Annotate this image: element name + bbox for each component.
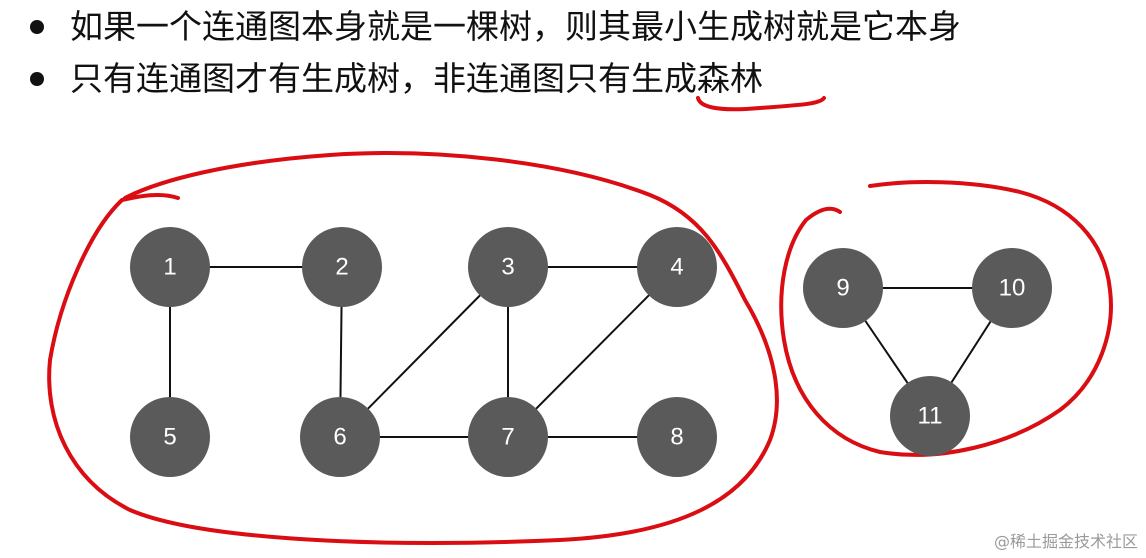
term-underline-annotation xyxy=(696,96,826,112)
node-circle xyxy=(302,227,382,307)
node-circle xyxy=(890,376,970,456)
bullet-text: 如果一个连通图本身就是一棵树，则其最小生成树就是它本身 xyxy=(70,7,961,46)
node-label: 11 xyxy=(918,403,943,430)
node-label: 5 xyxy=(163,424,176,451)
bullet-dot-icon xyxy=(30,72,44,86)
node-label: 8 xyxy=(670,424,683,451)
node-circle xyxy=(637,397,717,477)
node-circle xyxy=(637,227,717,307)
bullet-connected-graph-tree: 如果一个连通图本身就是一棵树，则其最小生成树就是它本身 xyxy=(28,4,961,56)
node-circle xyxy=(803,248,883,328)
node-circle xyxy=(468,397,548,477)
node-label: 9 xyxy=(836,275,849,302)
node-circle xyxy=(468,227,548,307)
node-label: 3 xyxy=(501,254,514,281)
node-2: 2 xyxy=(302,227,382,307)
node-circle xyxy=(300,397,380,477)
node-circle xyxy=(972,248,1052,328)
node-7: 7 xyxy=(468,397,548,477)
node-6: 6 xyxy=(300,397,380,477)
node-9: 9 xyxy=(803,248,883,328)
bullet-spanning-forest: 只有连通图才有生成树，非连通图只有生成森林 xyxy=(28,56,961,108)
graph-edges xyxy=(169,266,1013,438)
node-label: 4 xyxy=(670,254,683,281)
node-label: 2 xyxy=(335,254,348,281)
watermark: @稀土掘金技术社区 xyxy=(993,532,1138,551)
bullet-list: 如果一个连通图本身就是一棵树，则其最小生成树就是它本身 只有连通图才有生成树，非… xyxy=(28,4,961,108)
node-11: 11 xyxy=(890,376,970,456)
graph-nodes: 1 2 3 4 5 6 7 8 9 10 11 xyxy=(130,227,1052,477)
node-4: 4 xyxy=(637,227,717,307)
component-circle-annotation-left xyxy=(47,151,779,545)
component-circle-annotation-right xyxy=(779,180,1113,457)
node-10: 10 xyxy=(972,248,1052,328)
node-label: 10 xyxy=(999,275,1026,302)
node-circle xyxy=(130,397,210,477)
node-circle xyxy=(130,227,210,307)
node-label: 7 xyxy=(501,424,514,451)
node-label: 1 xyxy=(163,254,176,281)
node-1: 1 xyxy=(130,227,210,307)
hand-drawn-annotations xyxy=(47,96,1113,545)
bullet-dot-icon xyxy=(30,20,44,34)
highlighted-term: 生成森林 xyxy=(631,59,763,98)
node-label: 6 xyxy=(333,424,346,451)
node-8: 8 xyxy=(637,397,717,477)
bullet-text-prefix: 只有连通图才有生成树，非连通图只有 xyxy=(70,59,631,98)
node-3: 3 xyxy=(468,227,548,307)
node-5: 5 xyxy=(130,397,210,477)
